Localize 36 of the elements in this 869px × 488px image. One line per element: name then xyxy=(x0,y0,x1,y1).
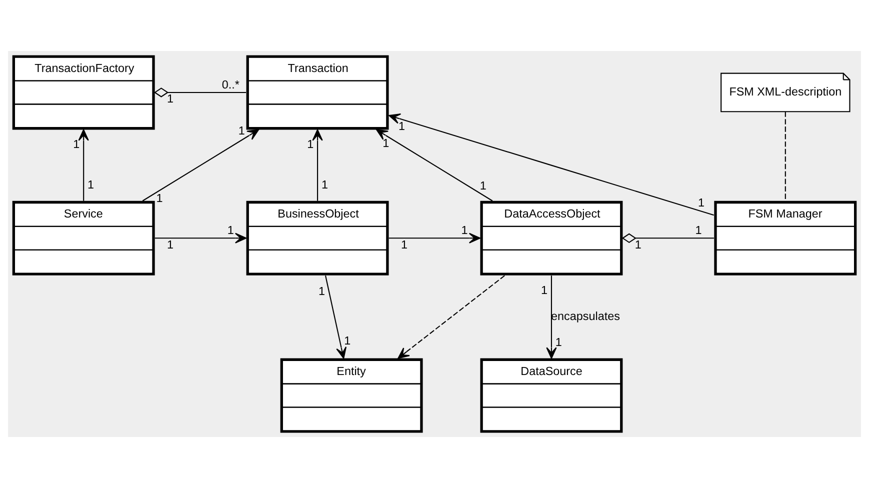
edge-label: encapsulates xyxy=(551,310,620,323)
label: 1 xyxy=(555,336,562,349)
label: 1 xyxy=(318,285,326,298)
label: 1 xyxy=(480,180,486,193)
arrow xyxy=(324,276,347,359)
label: 1 xyxy=(698,196,704,210)
arrow xyxy=(398,275,505,359)
label: 1 xyxy=(307,138,314,152)
arrow xyxy=(388,232,481,244)
arrow xyxy=(388,114,714,216)
arrow xyxy=(78,129,89,201)
connector xyxy=(784,112,786,201)
label: 1 xyxy=(227,224,234,237)
label: 1 xyxy=(88,178,94,192)
label: 1 xyxy=(344,334,351,348)
label: 1 xyxy=(461,224,468,237)
label: 1 xyxy=(73,138,80,152)
label: 1 xyxy=(400,238,408,252)
label: 1 xyxy=(382,136,390,150)
label: 1 xyxy=(321,178,328,192)
label: 0..* xyxy=(222,78,240,92)
label: 1 xyxy=(238,124,245,138)
label: 1 xyxy=(398,120,405,133)
connector xyxy=(622,233,714,244)
label: 1 xyxy=(167,92,174,106)
connector xyxy=(154,88,246,98)
arrow xyxy=(376,129,493,202)
label: 1 xyxy=(167,238,174,252)
arrow xyxy=(546,276,557,359)
label: 1 xyxy=(634,238,642,252)
arrow xyxy=(154,232,247,244)
arrow xyxy=(312,129,323,201)
label: 1 xyxy=(156,192,163,205)
arrow xyxy=(142,129,260,202)
label: 1 xyxy=(695,224,702,237)
label: 1 xyxy=(541,284,548,298)
